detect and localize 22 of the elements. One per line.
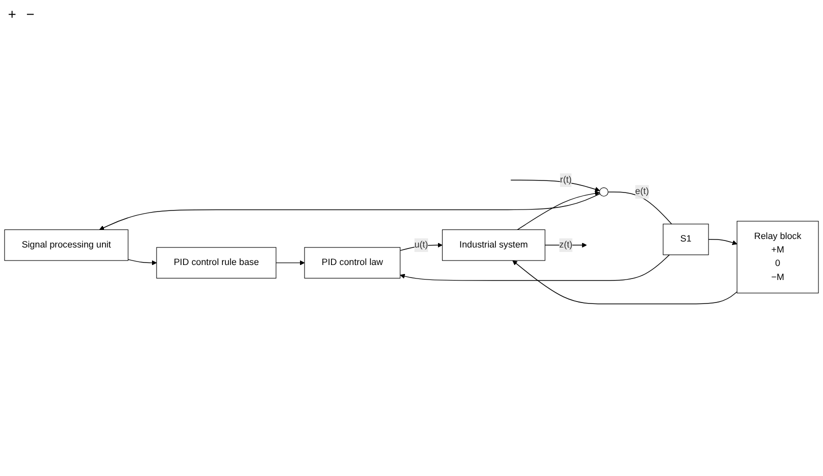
arrow bbox=[128, 259, 157, 266]
node-circle bbox=[599, 188, 608, 197]
node-box: Signal processing unit bbox=[4, 230, 128, 262]
arrow bbox=[708, 239, 738, 246]
arrow bbox=[99, 194, 600, 230]
edge-label: u(t) bbox=[414, 240, 428, 250]
sign-label: − bbox=[26, 6, 34, 22]
node-box: PID control law bbox=[304, 247, 400, 279]
node-box: Industrial system bbox=[442, 230, 546, 262]
node-box: PID control rule base bbox=[156, 247, 276, 279]
connector bbox=[608, 192, 672, 225]
arrow bbox=[276, 260, 305, 266]
edge-label: r(t) bbox=[560, 175, 572, 185]
arrow bbox=[510, 180, 600, 192]
arrow bbox=[400, 254, 670, 282]
arrow bbox=[517, 191, 600, 230]
edge-label: e(t) bbox=[635, 187, 649, 197]
arrow bbox=[512, 260, 738, 305]
node-box: Relay block +M 0 −M bbox=[736, 221, 819, 294]
node-box: S1 bbox=[662, 224, 709, 256]
edge-label: z(t) bbox=[559, 240, 572, 250]
sign-label: + bbox=[8, 6, 16, 22]
